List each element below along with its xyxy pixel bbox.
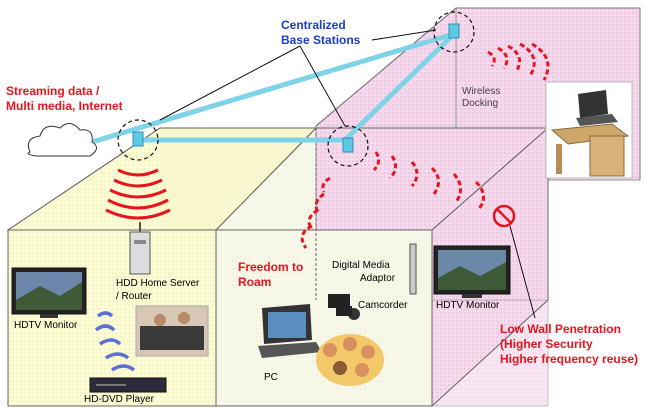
media-adaptor-icon xyxy=(409,243,417,295)
hdtv-left-icon xyxy=(11,267,87,318)
centralized-label-line2: Base Stations xyxy=(281,33,361,47)
hdd-label-line1: HDD Home Server xyxy=(116,278,200,289)
wireless-signal-down xyxy=(300,176,331,249)
pc-label: PC xyxy=(264,372,278,383)
lowwall-label-line1: Low Wall Penetration xyxy=(500,322,621,336)
hdtv-right-icon xyxy=(433,245,511,298)
streaming-label-line1: Streaming data / xyxy=(6,84,100,98)
room-edges xyxy=(7,127,549,407)
freedom-label-line2: Roam xyxy=(238,275,272,289)
freedom-label-line1: Freedom to xyxy=(238,260,304,274)
centralized-label-line1: Centralized xyxy=(281,18,346,32)
base-station-1-icon xyxy=(117,119,159,161)
wireless-label-line1: Wireless xyxy=(462,86,501,97)
base-station-3-icon xyxy=(433,11,475,53)
hdtv-left-label: HDTV Monitor xyxy=(14,320,78,331)
hdd-label-line2: / Router xyxy=(116,291,152,302)
wireless-label-line2: Docking xyxy=(462,98,499,109)
wireless-signal-dvd xyxy=(94,311,136,372)
family-photo-icon xyxy=(135,305,209,357)
wireless-signal-docking xyxy=(487,42,550,81)
lowwall-label-line3: Higher frequency reuse) xyxy=(500,352,639,366)
camcorder-icon xyxy=(328,294,360,320)
dma-label-line1: Digital Media xyxy=(332,260,390,271)
wireless-signal-right xyxy=(372,151,485,211)
hdd-router-icon xyxy=(129,222,151,275)
internet-cloud-icon xyxy=(27,123,97,157)
wireless-signal-left xyxy=(105,168,171,220)
hdtv-right-label: HDTV Monitor xyxy=(436,300,500,311)
dma-label-line2: Adaptor xyxy=(360,273,396,284)
base-station-2-icon xyxy=(327,125,369,167)
docking-desk-icon xyxy=(545,81,633,179)
kids-photo-icon xyxy=(316,334,384,386)
lowwall-label-line2: (Higher Security xyxy=(500,337,593,351)
laptop-pc-icon xyxy=(258,304,322,358)
hddvd-player-icon xyxy=(89,377,167,393)
callout-lines xyxy=(159,29,536,319)
blocked-signal-icon xyxy=(492,204,516,228)
camcorder-label: Camcorder xyxy=(358,300,408,311)
hddvd-label: HD-DVD Player xyxy=(84,394,155,405)
backbone-cable xyxy=(89,31,457,145)
streaming-label-line2: Multi media, Internet xyxy=(6,99,123,113)
